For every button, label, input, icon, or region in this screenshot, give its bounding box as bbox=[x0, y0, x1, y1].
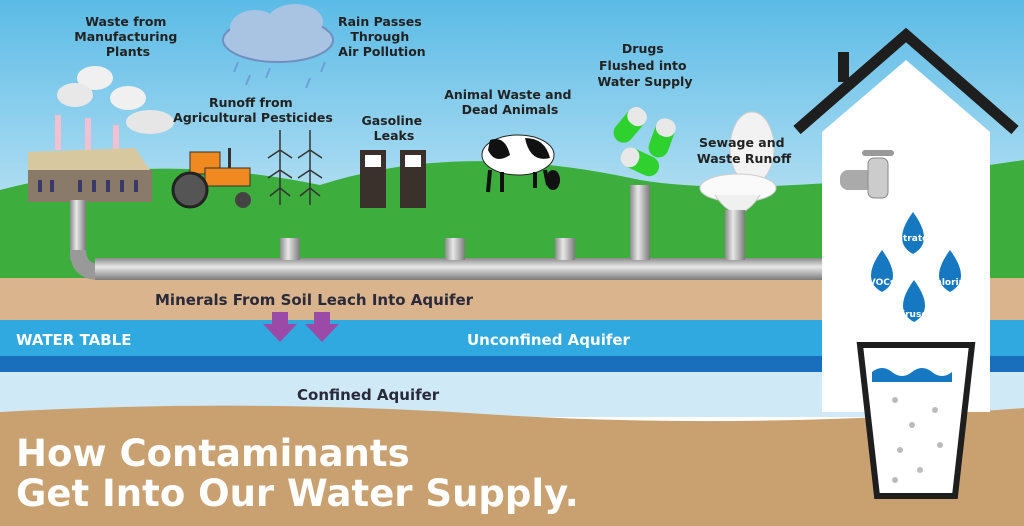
drop-nitrates: Nitrates bbox=[892, 212, 934, 254]
toilet-icon bbox=[699, 111, 777, 213]
label-animal: Animal Waste and Dead Animals bbox=[444, 87, 576, 117]
label-sewage: Sewage and Waste Runoff bbox=[697, 135, 792, 166]
drop-viruses: Viruses bbox=[895, 280, 933, 322]
label-pesticides: Runoff from Agricultural Pesticides bbox=[173, 95, 333, 125]
tractor-icon bbox=[171, 148, 251, 209]
unconfined-aquifer-label: Unconfined Aquifer bbox=[467, 331, 631, 349]
drop-label: Chlorine bbox=[929, 278, 971, 288]
drop-vocs: VOCs bbox=[869, 250, 895, 292]
label-rain: Rain Passes Through Air Pollution bbox=[338, 14, 426, 59]
aquifer-divider bbox=[0, 356, 1024, 372]
leach-arrows-icon bbox=[263, 312, 339, 342]
minerals-label: Minerals From Soil Leach Into Aquifer bbox=[155, 291, 474, 309]
page-title: How Contaminants Get Into Our Water Supp… bbox=[16, 432, 579, 515]
water-table-label: WATER TABLE bbox=[16, 331, 131, 349]
bottom-soil bbox=[0, 405, 1024, 526]
confined-aquifer-label: Confined Aquifer bbox=[297, 386, 440, 404]
drop-chlorine: Chlorine bbox=[929, 250, 971, 292]
gas-pumps-icon bbox=[360, 150, 426, 208]
pills-icon bbox=[613, 106, 676, 177]
faucet-icon bbox=[840, 150, 894, 199]
contaminant-drops: Nitrates VOCs Chlorine Viruses bbox=[869, 212, 971, 322]
drop-label: Viruses bbox=[895, 310, 933, 320]
cow-icon bbox=[481, 134, 560, 193]
label-gasoline: Gasoline Leaks bbox=[361, 113, 426, 143]
factory-icon bbox=[28, 66, 174, 202]
drop-label: VOCs bbox=[869, 278, 895, 288]
drop-label: Nitrates bbox=[892, 234, 933, 244]
label-drugs: Drugs Flushed into Water Supply bbox=[598, 41, 693, 89]
water-glass-icon bbox=[856, 342, 976, 499]
rain-cloud-icon bbox=[222, 4, 334, 89]
label-manufacturing: Waste from Manufacturing Plants bbox=[74, 14, 181, 59]
corn-plants-icon bbox=[267, 130, 323, 205]
